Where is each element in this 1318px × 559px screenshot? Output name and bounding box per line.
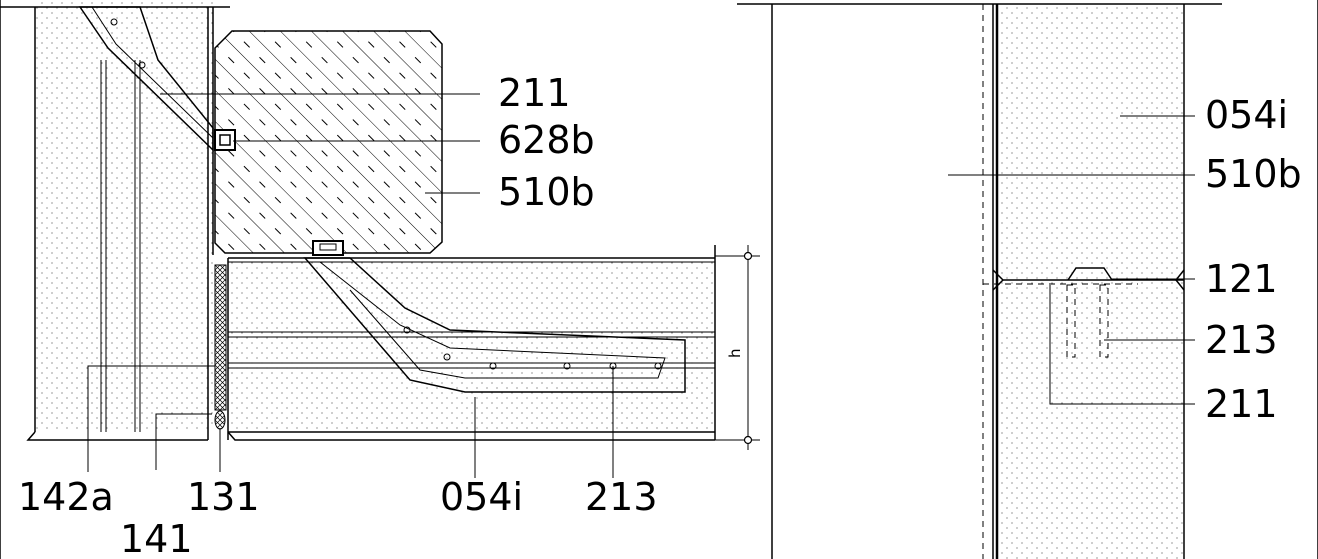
joint-strip-131 <box>214 264 227 430</box>
left-detail: h 211 628b 510b 142a 141 131 054i 213 <box>0 0 760 559</box>
label-211: 211 <box>1205 382 1278 426</box>
upper-anchor-bracket <box>78 6 214 152</box>
leader-lines-left <box>87 93 614 478</box>
vertical-wall-panel <box>0 0 230 559</box>
label-054i: 054i <box>1205 93 1288 137</box>
label-141: 141 <box>120 517 193 559</box>
label-211: 211 <box>498 71 571 115</box>
label-054i: 054i <box>440 475 523 519</box>
channel-rail-628b <box>214 129 236 151</box>
label-131: 131 <box>187 475 260 519</box>
label-628b: 628b <box>498 118 595 162</box>
right-detail: 054i 510b 121 213 211 <box>737 0 1318 559</box>
dimension-h-label: h <box>726 348 744 358</box>
leader-lines-right <box>948 115 1195 405</box>
lower-anchor-bracket <box>303 240 686 393</box>
right-panel <box>982 4 1185 559</box>
horizontal-panel <box>227 245 716 441</box>
right-anchors <box>1066 284 1109 358</box>
label-213: 213 <box>585 475 658 519</box>
label-213: 213 <box>1205 318 1278 362</box>
label-510b: 510b <box>1205 152 1302 196</box>
dimension-h: h <box>715 245 760 450</box>
hatched-block-510b <box>214 30 443 254</box>
label-510b: 510b <box>498 170 595 214</box>
label-121: 121 <box>1205 257 1278 301</box>
label-142a: 142a <box>18 475 114 519</box>
